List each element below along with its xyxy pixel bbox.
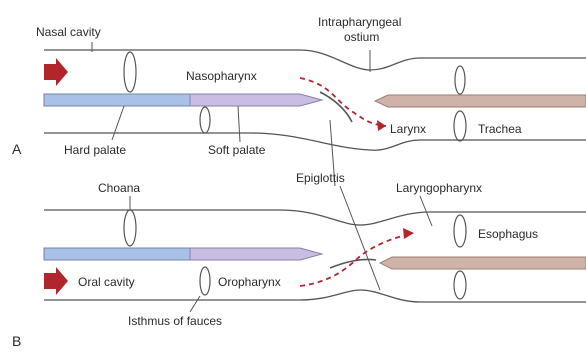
label-epiglottis: Epiglottis — [296, 171, 345, 185]
label-intrapharyngeal: Intrapharyngeal — [318, 15, 401, 29]
leader-soft-palate — [238, 106, 240, 142]
label-trachea: Trachea — [478, 122, 522, 136]
oral-floor-outline-b — [44, 290, 586, 302]
trachea-tract — [375, 95, 586, 107]
choana-ring-a — [124, 52, 136, 92]
leader-laryngopharynx — [420, 196, 432, 226]
isthmus-ring-a — [200, 107, 210, 133]
esophagus-tract-b — [380, 257, 586, 269]
label-hard-palate: Hard palate — [64, 143, 126, 157]
larynx-ring-a — [454, 111, 466, 141]
hard-palate-plate-b — [44, 248, 190, 260]
choana-ring-b — [124, 210, 136, 246]
soft-palate-plate — [190, 94, 322, 106]
label-esophagus: Esophagus — [478, 227, 538, 241]
label-nasal-cavity: Nasal cavity — [36, 25, 101, 39]
panel-letter-a: A — [12, 141, 22, 157]
isthmus-ring-b — [200, 267, 210, 295]
leader-epiglottis-b — [340, 186, 380, 290]
label-choana: Choana — [98, 181, 140, 195]
airflow-arrowhead-a — [377, 120, 386, 131]
tracheal-ring-a — [455, 66, 465, 94]
entry-arrow-b — [44, 267, 68, 295]
label-soft-palate: Soft palate — [208, 143, 266, 157]
esophagus-ring-upper-b — [454, 215, 466, 247]
swallow-arrowhead-b — [403, 228, 414, 239]
label-isthmus-of-fauces: Isthmus of fauces — [128, 314, 222, 328]
leader-isthmus — [190, 296, 200, 312]
label-oral-cavity: Oral cavity — [78, 275, 135, 289]
leader-hard-palate — [112, 106, 124, 140]
label-nasopharynx: Nasopharynx — [186, 69, 257, 83]
label-ostium: ostium — [344, 30, 379, 44]
entry-arrow-a — [44, 58, 68, 86]
esophagus-ring-lower-b — [454, 271, 466, 299]
label-laryngopharynx: Laryngopharynx — [396, 181, 482, 195]
label-larynx: Larynx — [390, 122, 426, 136]
hard-palate-plate — [44, 94, 190, 106]
panel-letter-b: B — [12, 333, 21, 349]
soft-palate-plate-b — [190, 248, 322, 260]
label-oropharynx: Oropharynx — [218, 275, 281, 289]
panel-a: Nasal cavity Intrapharyngeal ostium Naso… — [12, 15, 586, 157]
